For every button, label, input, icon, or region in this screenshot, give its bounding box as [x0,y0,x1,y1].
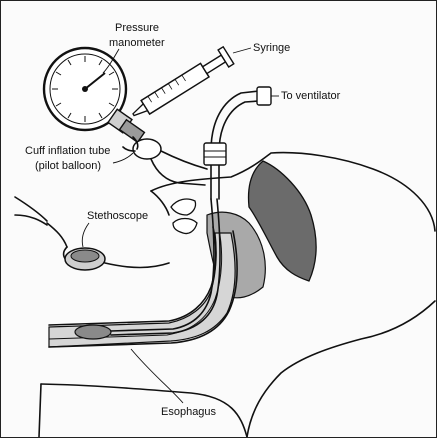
leader-stethoscope [82,223,89,247]
label-esophagus: Esophagus [131,349,217,418]
label-to-ventilator: To ventilator [271,90,341,102]
label-pressure-manometer-line2: manometer [109,37,165,49]
label-pressure-manometer-line1: Pressure [115,22,159,34]
pilot-balloon [123,137,207,185]
label-syringe: Syringe [233,42,290,54]
label-esophagus-text: Esophagus [161,406,217,418]
leader-cuff-inflation-tube [113,153,133,163]
label-cuff-inflation-tube-line2: (pilot balloon) [35,160,101,172]
leader-syringe [233,48,251,53]
syringe [128,47,234,123]
label-stethoscope: Stethoscope [82,210,148,247]
stethoscope [15,197,169,270]
label-cuff-inflation-tube-line1: Cuff inflation tube [25,145,110,157]
leader-esophagus [131,349,183,403]
label-to-ventilator-text: To ventilator [281,90,341,102]
label-stethoscope-text: Stethoscope [87,210,148,222]
pressure-manometer [44,48,144,142]
label-syringe-text: Syringe [253,42,290,54]
label-cuff-inflation-tube: Cuff inflation tube (pilot balloon) [25,145,133,172]
